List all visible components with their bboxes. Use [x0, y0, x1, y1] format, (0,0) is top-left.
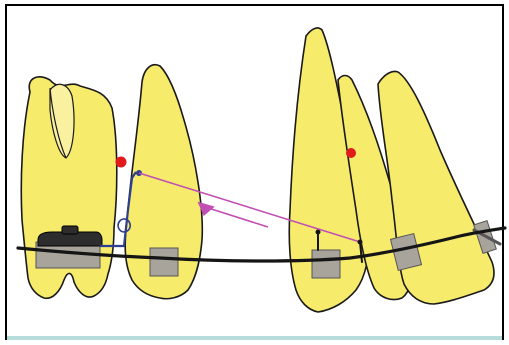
canine-hook-tip: [358, 240, 363, 245]
canine-reference-dot: [346, 148, 356, 158]
premolar-reference-dot: [116, 157, 127, 168]
force-arrow: [194, 202, 268, 227]
premolar-bracket: [150, 248, 178, 276]
canine-bracket: [312, 250, 340, 278]
molar-tube-cap: [62, 226, 78, 234]
bottom-strip: [7, 336, 502, 340]
